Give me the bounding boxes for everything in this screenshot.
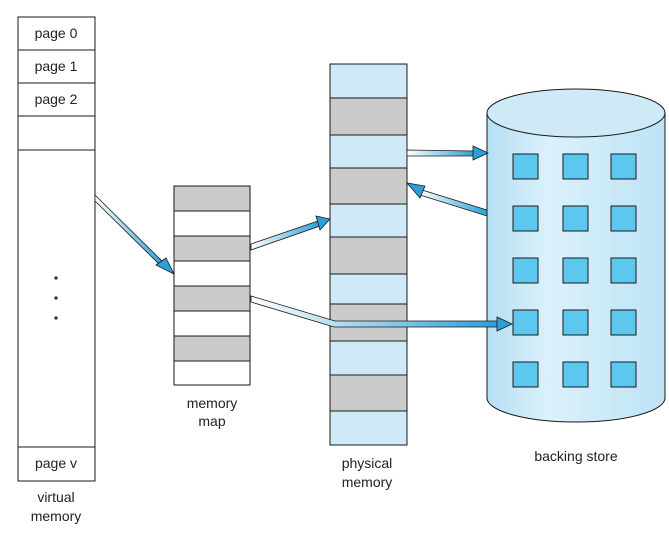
page-v-label: page v [35, 455, 77, 471]
map-entry-gray [173, 235, 251, 262]
storage-block [512, 153, 539, 180]
virtual-memory-caption-line2: memory [31, 508, 82, 524]
backing-store: backing store [486, 88, 666, 464]
virtual-memory-caption-line1: virtual [37, 489, 74, 505]
page-1-cell: page 1 [17, 49, 96, 84]
arrow-backing-store-to-physical [405, 182, 488, 217]
map-entry-gray [173, 185, 251, 212]
arrow-map-to-physical [250, 215, 331, 251]
storage-block [562, 205, 589, 232]
storage-block [562, 153, 589, 180]
backing-store-caption: backing store [534, 448, 617, 464]
storage-block [610, 205, 637, 232]
physical-frame-used [329, 97, 408, 136]
physical-frame-used [329, 167, 408, 205]
page-v-cell: page v [17, 446, 96, 482]
ellipsis-dot-1 [54, 276, 58, 280]
virtual-memory: page 0 page 1 page 2 page v virtual memo… [17, 16, 96, 524]
arrow-virtual-to-map [94, 194, 175, 275]
physical-memory: physical memory [329, 63, 408, 490]
storage-block [512, 361, 539, 388]
arrow-physical-to-backing-store [406, 145, 489, 161]
storage-block [512, 309, 539, 336]
storage-block [562, 361, 589, 388]
storage-block [562, 309, 589, 336]
memory-map-caption-line1: memory [187, 395, 238, 411]
arrows [94, 145, 513, 332]
physical-memory-caption-line2: memory [342, 474, 393, 490]
map-entry-white [173, 310, 251, 337]
ellipsis-dot-3 [54, 316, 58, 320]
page-2-cell: page 2 [17, 82, 96, 117]
physical-memory-caption-line1: physical [342, 455, 393, 471]
empty-page-cell [17, 115, 96, 151]
storage-block [610, 309, 637, 336]
storage-block [610, 257, 637, 284]
page-0-label: page 0 [35, 25, 78, 41]
physical-frame-used [329, 374, 408, 412]
page-2-label: page 2 [35, 91, 78, 107]
map-entry-white [173, 210, 251, 237]
physical-frame-used [329, 236, 408, 275]
memory-map-caption-line2: map [198, 413, 225, 429]
backing-store-blocks [512, 153, 637, 388]
page-1-label: page 1 [35, 58, 78, 74]
storage-block [512, 257, 539, 284]
map-entry-gray [173, 335, 251, 362]
map-entry-gray [173, 285, 251, 312]
arrow-map-to-backing-store [250, 295, 513, 332]
storage-block [610, 361, 637, 388]
page-0-cell: page 0 [17, 16, 96, 51]
storage-block [512, 205, 539, 232]
memory-map: memory map [173, 185, 251, 429]
map-entry-white [173, 360, 251, 386]
map-entry-white [173, 260, 251, 287]
ellipsis-dot-2 [54, 296, 58, 300]
backing-store-cylinder-top [486, 88, 666, 138]
storage-block [610, 153, 637, 180]
storage-block [562, 257, 589, 284]
